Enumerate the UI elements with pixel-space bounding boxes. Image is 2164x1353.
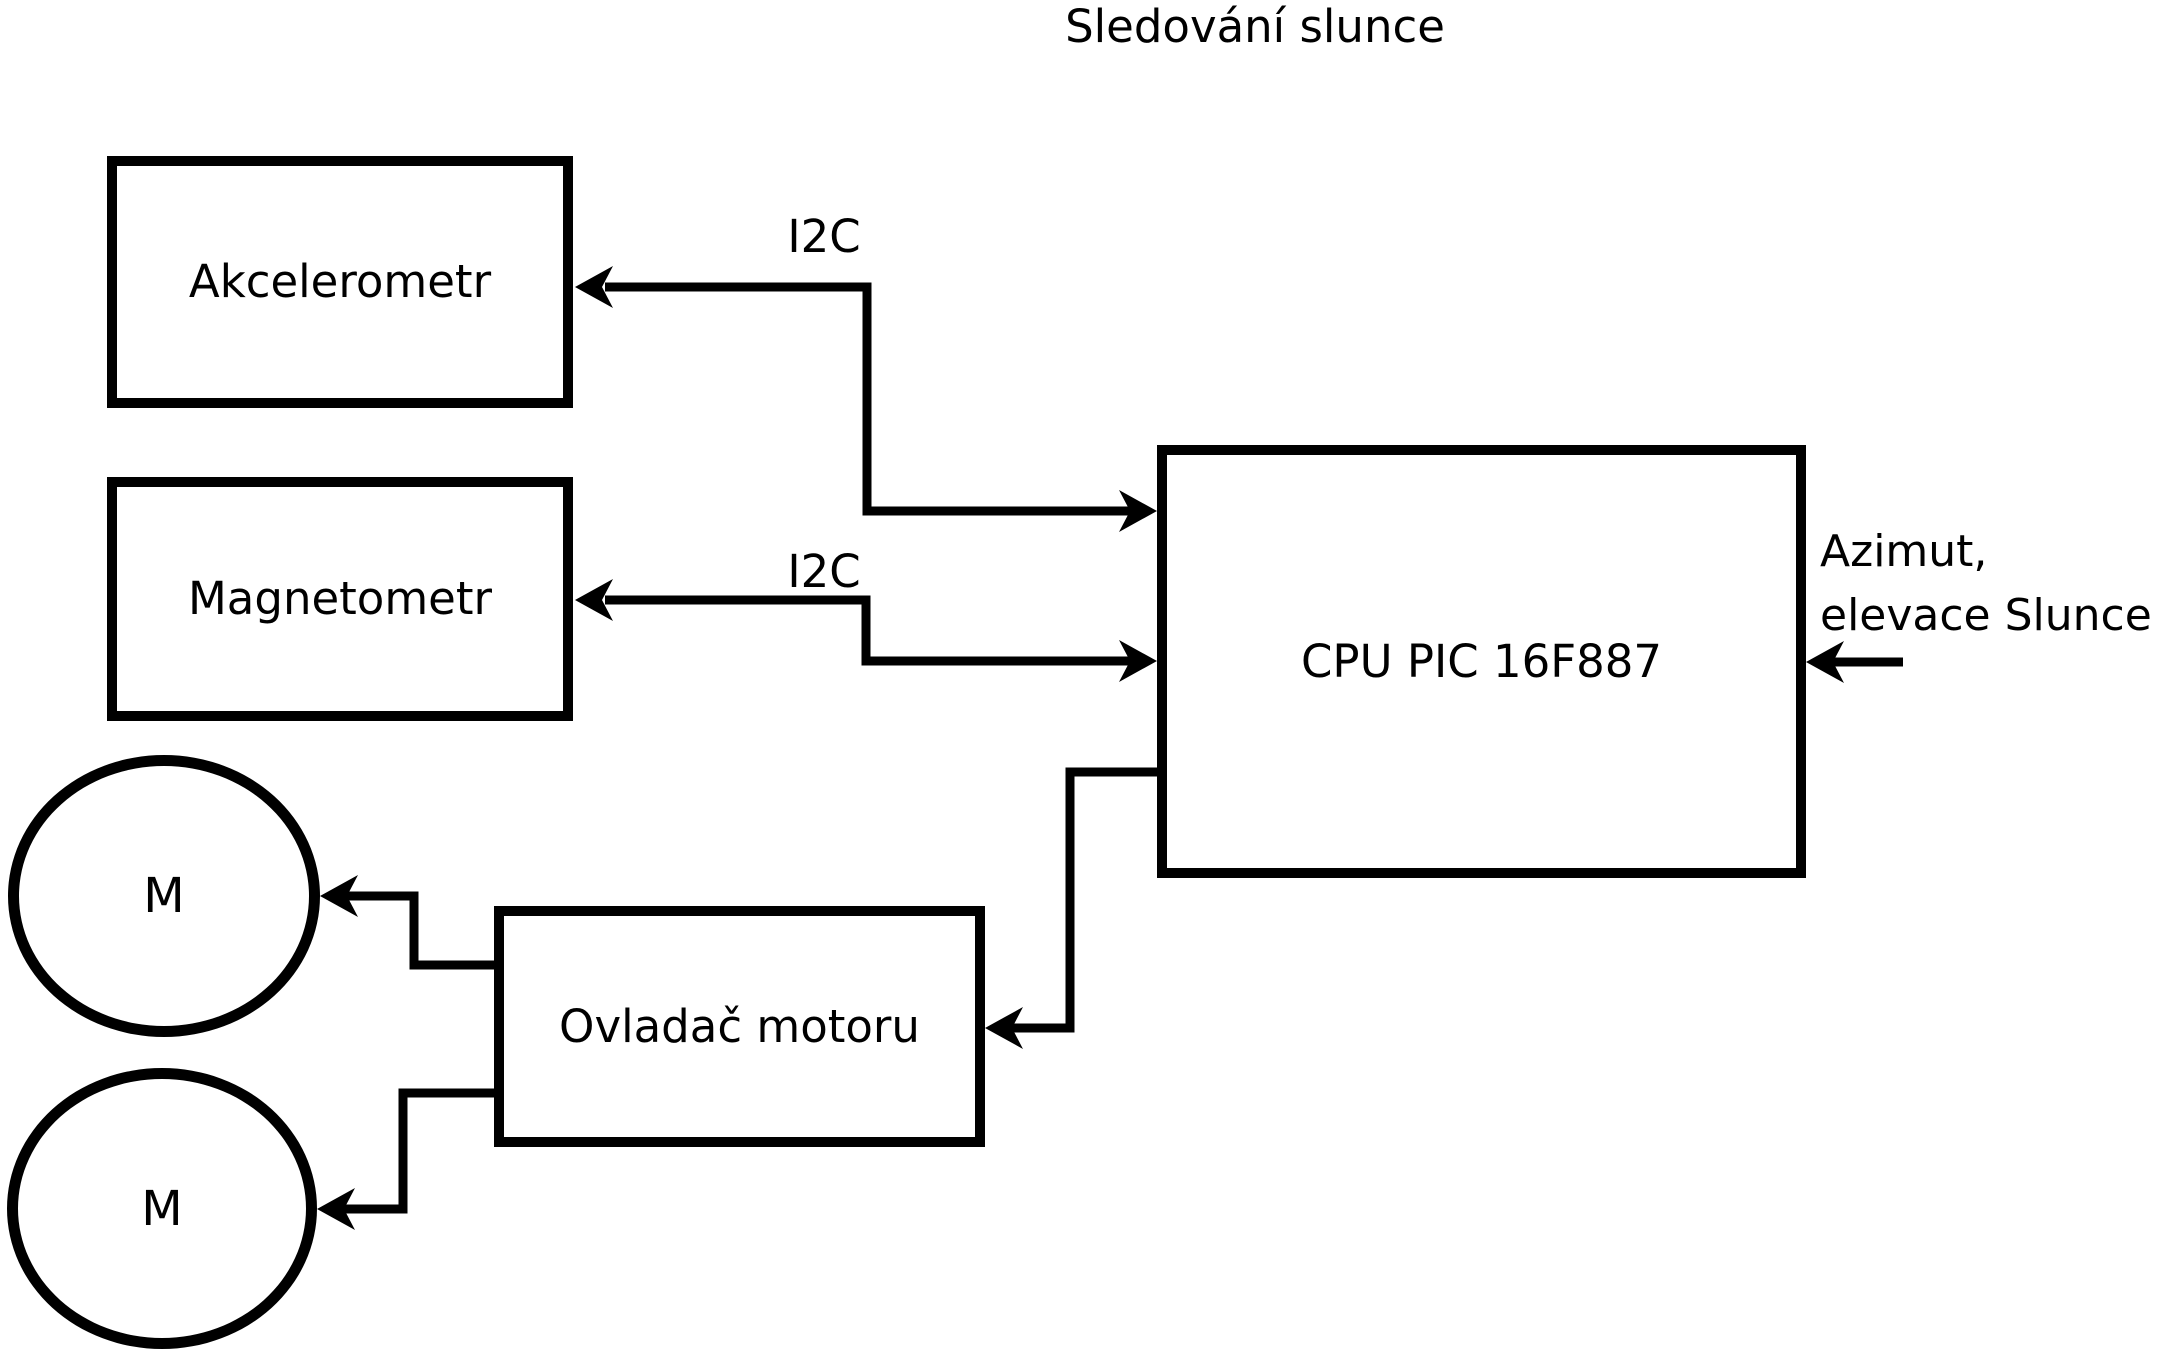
block-magnetometr-label: Magnetometr — [187, 572, 492, 626]
block-motor-top-label: M — [143, 868, 185, 924]
block-motor-bottom-label: M — [141, 1180, 183, 1237]
bus-label-i2c-bottom: I2C — [787, 545, 861, 598]
block-motor-bottom: M — [7, 1068, 317, 1349]
arrowhead-into-motor-driver-icon — [985, 1007, 1023, 1049]
arrowhead-into-motor-top-icon — [320, 875, 358, 917]
input-label-azimut-elevace: Azimut, elevace Slunce — [1820, 520, 2152, 648]
block-cpu: CPU PIC 16F887 — [1157, 445, 1806, 878]
arrowhead-into-motor-bottom-icon — [317, 1188, 355, 1230]
bus-label-i2c-top: I2C — [787, 210, 861, 263]
input-label-line1: Azimut, — [1820, 526, 1988, 577]
block-cpu-label: CPU PIC 16F887 — [1301, 634, 1662, 688]
block-motor-driver-label: Ovladač motoru — [559, 999, 920, 1053]
block-motor-driver: Ovladač motoru — [494, 906, 985, 1147]
arrowhead-into-akcelerometr-icon — [575, 266, 613, 308]
block-akcelerometr-label: Akcelerometr — [188, 255, 492, 309]
diagram-title: Sledování slunce — [1065, 0, 1445, 53]
arrowhead-into-magnetometr-icon — [575, 579, 613, 621]
arrowhead-into-cpu-from-akcelerometr-icon — [1119, 490, 1157, 532]
arrowhead-into-cpu-from-magnetometr-icon — [1119, 640, 1157, 682]
block-akcelerometr: Akcelerometr — [107, 156, 573, 408]
connector-cpu-magnetometr — [605, 595, 1130, 666]
input-label-line2: elevace Slunce — [1820, 590, 2152, 641]
block-motor-top: M — [8, 755, 320, 1037]
block-magnetometr: Magnetometr — [107, 477, 573, 721]
connector-cpu-motor-driver — [1012, 767, 1157, 1033]
connector-motor-driver-motor-bottom — [344, 1088, 494, 1214]
connector-motor-driver-motor-top — [347, 891, 494, 970]
connector-cpu-akcelerometr — [605, 282, 1130, 516]
arrowhead-into-cpu-from-azimut-icon — [1806, 641, 1844, 683]
